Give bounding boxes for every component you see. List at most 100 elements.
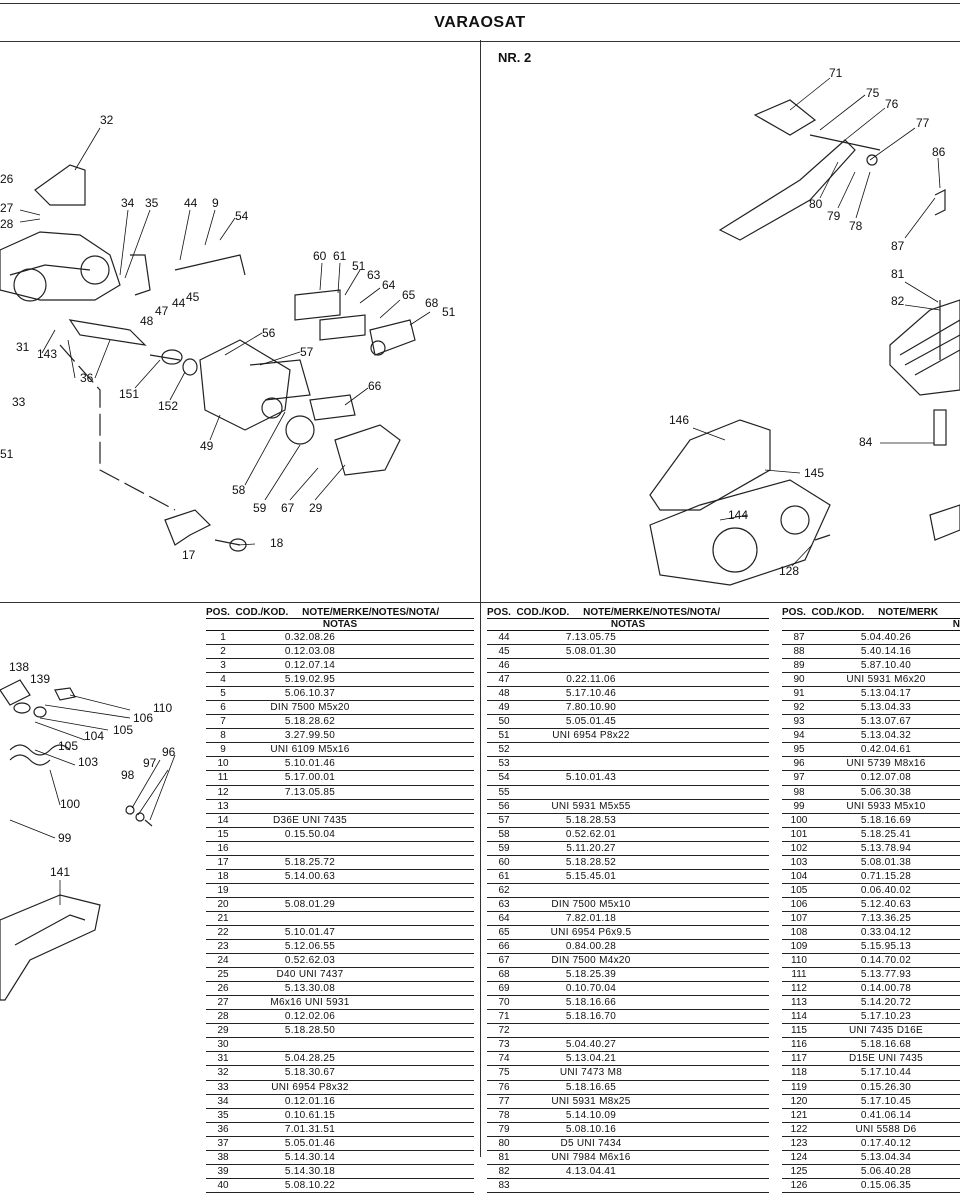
- code-cell: 5.13.78.94: [860, 842, 912, 854]
- table-row: 13: [206, 800, 474, 814]
- pos-cell: 100: [790, 814, 808, 826]
- code-cell: UNI 7435 D16E: [849, 1025, 923, 1037]
- code-cell: D36E UNI 7435: [273, 814, 347, 826]
- code-cell: 5.18.16.69: [860, 814, 912, 826]
- code-cell: 5.19.02.95: [284, 674, 336, 686]
- callout-label: 51: [352, 259, 366, 273]
- pos-cell: 25: [217, 969, 229, 981]
- pos-cell: 13: [217, 800, 229, 812]
- table-row: 4 5.19.02.95: [206, 673, 474, 688]
- shaft-shape: [68, 319, 147, 346]
- callout-label: 128: [779, 564, 799, 578]
- callout-label: 60: [313, 249, 327, 263]
- table-header-line1: POS. COD./KOD. NOTE/MERK: [782, 607, 960, 619]
- callout-label: 48: [140, 314, 154, 328]
- code-cell: D5 UNI 7434: [560, 1137, 622, 1149]
- pos-cell: 79: [498, 1123, 510, 1135]
- code-cell: 4.13.04.41: [565, 1165, 617, 1177]
- pos-cell: 37: [217, 1137, 229, 1149]
- exploded-parts-diagram: 32 26 27 28 34 35 44 9 54 60 61 51 63 64…: [0, 66, 960, 586]
- pos-cell: 106: [790, 898, 808, 910]
- callout-label: 105: [58, 739, 78, 753]
- code-cell: 5.04.40.26: [860, 632, 912, 643]
- code-cell: 0.15.26.30: [860, 1081, 912, 1093]
- pos-cell: 74: [498, 1053, 510, 1065]
- code-cell: 7.01.31.51: [284, 1123, 336, 1135]
- code-cell: 5.18.16.70: [565, 1011, 617, 1023]
- table-row: 21: [206, 912, 474, 926]
- code-cell: 5.13.04.32: [860, 730, 912, 742]
- page-title: VARAOSAT: [0, 3, 960, 42]
- pos-cell: 29: [217, 1025, 229, 1037]
- pos-cell: 59: [498, 842, 510, 854]
- table-row: 82 4.13.04.41: [487, 1165, 769, 1179]
- callout-label: 31: [16, 340, 30, 354]
- pos-cell: 4: [220, 674, 226, 686]
- code-cell: DIN 7500 M5x20: [270, 702, 350, 714]
- callout-label: 58: [232, 483, 246, 497]
- table-row: 53: [487, 757, 769, 772]
- pos-cell: 88: [793, 646, 805, 658]
- code-cell: 0.41.06.14: [860, 1109, 912, 1121]
- code-cell: 7.80.10.90: [565, 702, 617, 714]
- pos-cell: 114: [791, 1011, 807, 1023]
- code-cell: DIN 7500 M4x20: [551, 955, 631, 967]
- base-shape: [649, 479, 831, 586]
- pos-cell: 33: [217, 1081, 229, 1093]
- code-cell: UNI 5931 M5x55: [551, 800, 631, 812]
- code-cell: UNI 5588 D6: [855, 1123, 917, 1135]
- code-cell: 5.05.01.46: [284, 1137, 336, 1149]
- code-cell: 7.13.05.85: [284, 786, 336, 798]
- table-header: POS. COD./KOD. NOTE/MERKE/NOTES/NOTA/ NO…: [487, 607, 769, 631]
- code-cell: 5.06.30.38: [860, 786, 912, 798]
- pos-cell: 16: [217, 842, 229, 854]
- pos-cell: 117: [791, 1053, 807, 1065]
- code-cell: 5.04.40.27: [565, 1039, 617, 1051]
- callout-label: 105: [113, 723, 133, 737]
- table-row: 37 5.05.01.46: [206, 1137, 474, 1151]
- pos-cell: 10: [217, 758, 229, 770]
- code-cell: 0.52.62.03: [284, 955, 336, 967]
- pos-cell: 104: [790, 870, 808, 882]
- pos-cell: 49: [498, 702, 510, 714]
- pos-cell: 58: [498, 828, 510, 840]
- table-row: 16: [206, 842, 474, 856]
- pos-cell: 17: [217, 856, 229, 868]
- callout-label: 61: [333, 249, 347, 263]
- column-divider: [480, 40, 481, 1157]
- pos-cell: 111: [791, 969, 807, 981]
- code-cell: 5.10.01.47: [284, 926, 336, 938]
- code-cell: 5.10.01.46: [284, 758, 336, 770]
- callout-label: 29: [309, 501, 323, 515]
- code-cell: 5.14.30.18: [284, 1165, 336, 1177]
- code-cell: 5.08.10.16: [565, 1123, 617, 1135]
- table-row: 62: [487, 884, 769, 898]
- pos-cell: 82: [498, 1165, 510, 1177]
